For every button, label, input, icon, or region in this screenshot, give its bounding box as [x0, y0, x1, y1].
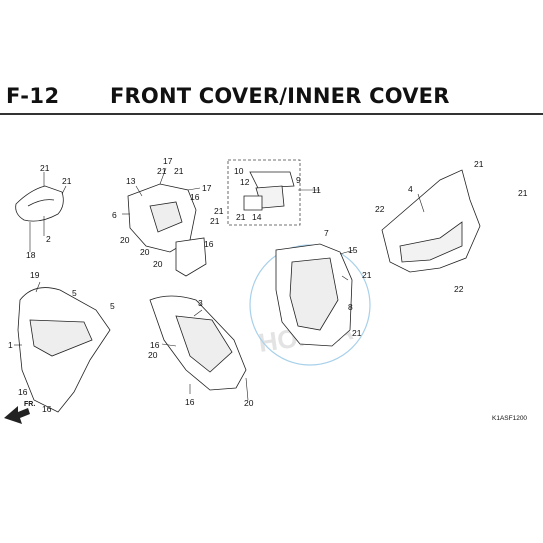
callout-16: 16 [190, 192, 200, 202]
callout-21: 21 [157, 166, 167, 176]
callout-17: 17 [163, 156, 173, 166]
callout-21: 21 [474, 159, 484, 169]
callout-8: 8 [348, 302, 353, 312]
callout-22: 22 [375, 204, 385, 214]
callout-16: 16 [18, 387, 28, 397]
callout-20: 20 [140, 247, 150, 257]
callout-18: 18 [26, 250, 36, 260]
callout-16: 16 [204, 239, 214, 249]
callout-20: 20 [244, 398, 254, 408]
callout-14: 14 [252, 212, 262, 222]
callout-21: 21 [518, 188, 528, 198]
callout-21: 21 [174, 166, 184, 176]
callout-2: 2 [46, 234, 51, 244]
callout-21: 21 [40, 163, 50, 173]
callout-4: 4 [408, 184, 413, 194]
callout-21: 21 [62, 176, 72, 186]
callout-10: 10 [234, 166, 244, 176]
callout-12: 12 [240, 177, 250, 187]
title-rule [0, 113, 543, 115]
callout-17: 17 [202, 183, 212, 193]
front-direction-arrow: FR. [4, 401, 35, 424]
callout-21: 21 [352, 328, 362, 338]
callout-22: 22 [454, 284, 464, 294]
callout-21: 21 [236, 212, 246, 222]
callout-5: 5 [110, 301, 115, 311]
diagram-code: K1ASF1200 [492, 415, 527, 422]
callout-13: 13 [126, 176, 136, 186]
callout-16: 16 [185, 397, 195, 407]
callout-20: 20 [120, 235, 130, 245]
callout-21: 21 [210, 216, 220, 226]
callout-6: 6 [112, 210, 117, 220]
part-16-bracket [175, 237, 207, 277]
callout-5: 5 [72, 288, 77, 298]
part-2-cover [15, 185, 64, 222]
callout-1: 1 [8, 340, 13, 350]
callout-11: 11 [312, 185, 321, 195]
callout-19: 19 [30, 270, 40, 280]
direction-label: FR. [24, 401, 35, 408]
callout-3: 3 [198, 298, 203, 308]
callout-21: 21 [214, 206, 224, 216]
callout-9: 9 [296, 175, 301, 185]
callout-15: 15 [348, 245, 358, 255]
part-14-grommet [243, 195, 263, 211]
group-box-11 [227, 159, 301, 226]
callout-20: 20 [153, 259, 163, 269]
callout-20: 20 [148, 350, 158, 360]
callout-21: 21 [362, 270, 372, 280]
callout-16: 16 [42, 404, 52, 414]
callout-7: 7 [324, 228, 329, 238]
section-title: FRONT COVER/INNER COVER [110, 84, 450, 108]
part-9-cover [249, 171, 295, 189]
section-code: F-12 [6, 84, 60, 108]
callout-16: 16 [150, 340, 160, 350]
